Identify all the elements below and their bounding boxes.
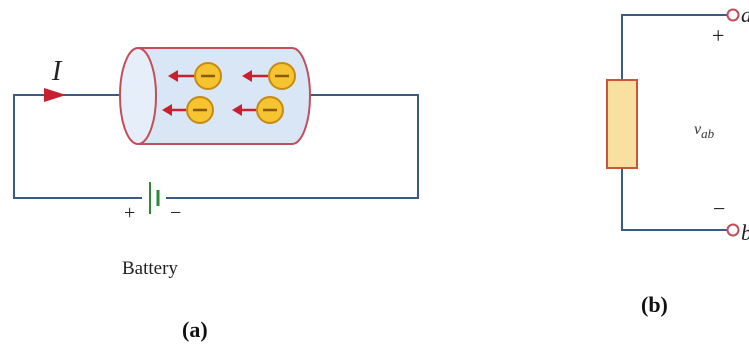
electron-4 (256, 96, 284, 124)
voltage-subscript: ab (701, 126, 715, 141)
wire-b-bottom (621, 168, 727, 231)
electron-1 (194, 62, 222, 90)
battery-symbol (142, 182, 166, 214)
caption-b: (b) (641, 292, 668, 317)
wire-b-top (621, 14, 727, 80)
battery-plus-sign: + (124, 202, 135, 224)
terminal-b-label: b (741, 220, 749, 245)
terminal-a (726, 8, 740, 22)
drift-arrow-4 (232, 104, 256, 116)
figure-a: I (13, 47, 419, 342)
electron-2 (268, 62, 296, 90)
polarity-minus-sign: − (713, 196, 725, 221)
voltage-label: vab (694, 121, 715, 141)
drift-arrow-2 (242, 70, 268, 82)
polarity-plus-sign: + (712, 23, 724, 48)
caption-a: (a) (182, 317, 208, 342)
current-arrow (44, 88, 66, 102)
terminal-a-label: a (741, 2, 749, 27)
voltage-symbol: v (694, 121, 702, 138)
current-label: I (51, 56, 63, 87)
figure-b: a b + − vab (b) (606, 2, 749, 317)
battery-minus-sign: − (170, 202, 181, 224)
electron-3 (186, 96, 214, 124)
resistor-element (606, 79, 638, 169)
drift-arrow-1 (168, 70, 194, 82)
electron-group (162, 62, 296, 124)
battery-label: Battery (122, 258, 178, 279)
drift-arrow-3 (162, 104, 186, 116)
circuit-wire-a (13, 94, 419, 199)
terminal-b (726, 223, 740, 237)
